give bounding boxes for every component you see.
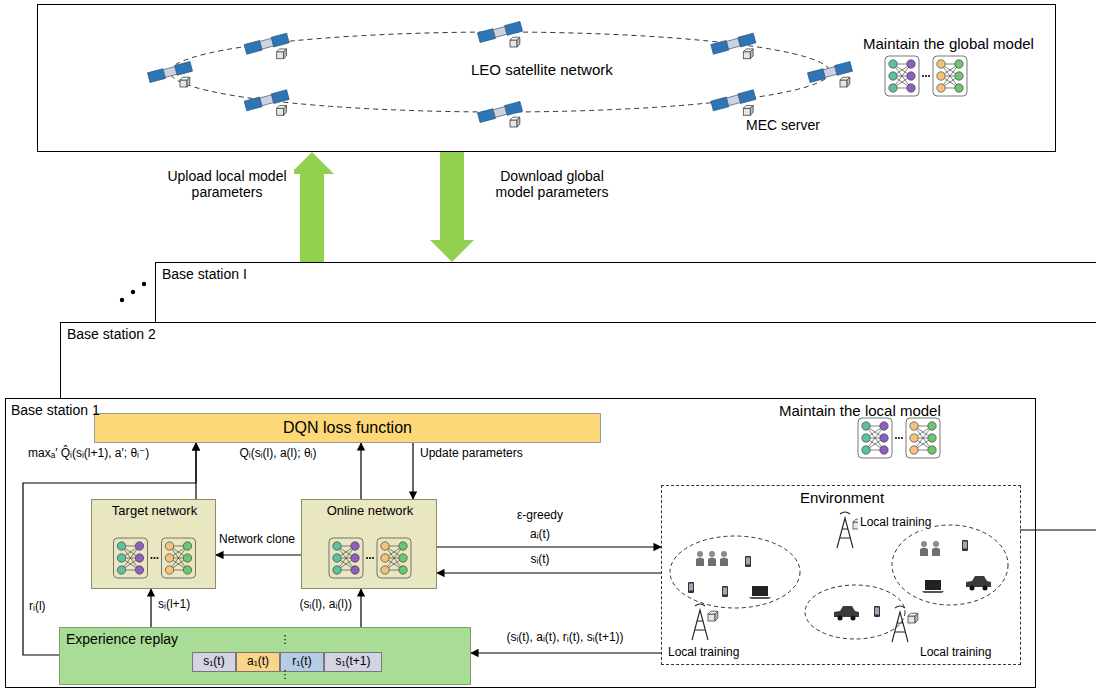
replay-cell: r₁(t) [280,652,324,672]
connector-arrow [150,589,151,627]
edge-label: maxₐ′ Q̂ᵢ(sᵢ(l+1), a′; θᵢ⁻) [26,447,151,461]
node-label: s₁(t) [203,655,224,669]
node-label: Environment [800,489,884,506]
annotation-label: Local training [666,646,741,660]
node-label: Base station 1 [11,402,100,418]
node-label: Base station 2 [67,326,156,342]
node-label: Experience replay [66,631,178,647]
edge-label: Qᵢ(sᵢ(l), a(l); θᵢ) [238,447,319,461]
connector-arrow [412,443,413,499]
annotation-label: Local training [918,646,993,660]
satellite-network-region: LEO satellite networkMEC server Maintain … [37,4,1056,152]
local-model-icon [858,418,940,458]
transfer-arrow [290,152,334,262]
node-label: DQN loss function [283,419,412,437]
connector-arrow [360,589,361,627]
edge-label: (sᵢ(l), aᵢ(l)) [298,598,354,612]
node-label: MEC server [746,117,820,133]
edge-label: sᵢ(t) [528,553,551,567]
edge-label: rᵢ(l) [27,600,48,614]
node-label: Base station I [162,266,247,282]
edge-label: sᵢ(l+1) [156,598,192,612]
edge-label: aᵢ(t) [528,528,552,542]
node-label: Online network [327,504,414,519]
transfer-arrow [430,152,474,262]
replay-cell: s₁(t+1) [324,652,382,672]
network-box: Target network [91,499,216,589]
annotation-label: Local training [858,516,933,530]
edge-label: Upload local model parameters [160,168,294,200]
connector-arrow [216,554,301,555]
orbit [170,32,830,112]
edge-label: Download global model parameters [480,168,624,200]
network-box: Online network [301,499,437,589]
global-model-icon [885,56,967,96]
illustration [120,21,1096,642]
environment-region: Environment [661,485,1021,665]
base-station-frame: Base station 1 Maintain the local modelDQ… [5,398,1036,688]
replay-cell: a₁(t) [236,652,280,672]
connector-arrow [437,546,661,547]
experience-replay-box: Experience replay s₁(t) a₁(t) r₁(t) s₁(t+1) [59,627,471,685]
node-label: Maintain the global model [863,35,1034,52]
node-label: Target network [112,504,197,519]
base-station-frame: Base station I [155,262,1096,322]
node-label: r₁(t) [292,655,311,669]
satellite-icons [147,21,852,127]
edge-label: Network clone [217,533,297,547]
environment-illustration [670,512,1008,642]
connector-arrow [437,572,661,573]
connector-arrow [360,443,361,499]
edge-label: Update parameters [418,447,525,461]
loss-function-box: DQN loss function [94,413,601,443]
replay-cell: s₁(t) [192,652,236,672]
node-label: s₁(t+1) [335,655,370,669]
node-label: Maintain the local model [779,402,941,419]
frame-link [1020,529,1096,530]
connector-arrow [471,652,661,653]
node-label: a₁(t) [247,655,269,669]
edge-label: (sᵢ(t), aᵢ(t), rᵢ(t), sᵢ(t+1)) [504,631,625,645]
ellipsis-dots [120,282,146,302]
connectors [23,152,661,655]
node-label: LEO satellite network [471,61,613,78]
base-station-frame: Base station 2 [60,322,1096,398]
annotation-label: ε-greedy [515,509,565,523]
